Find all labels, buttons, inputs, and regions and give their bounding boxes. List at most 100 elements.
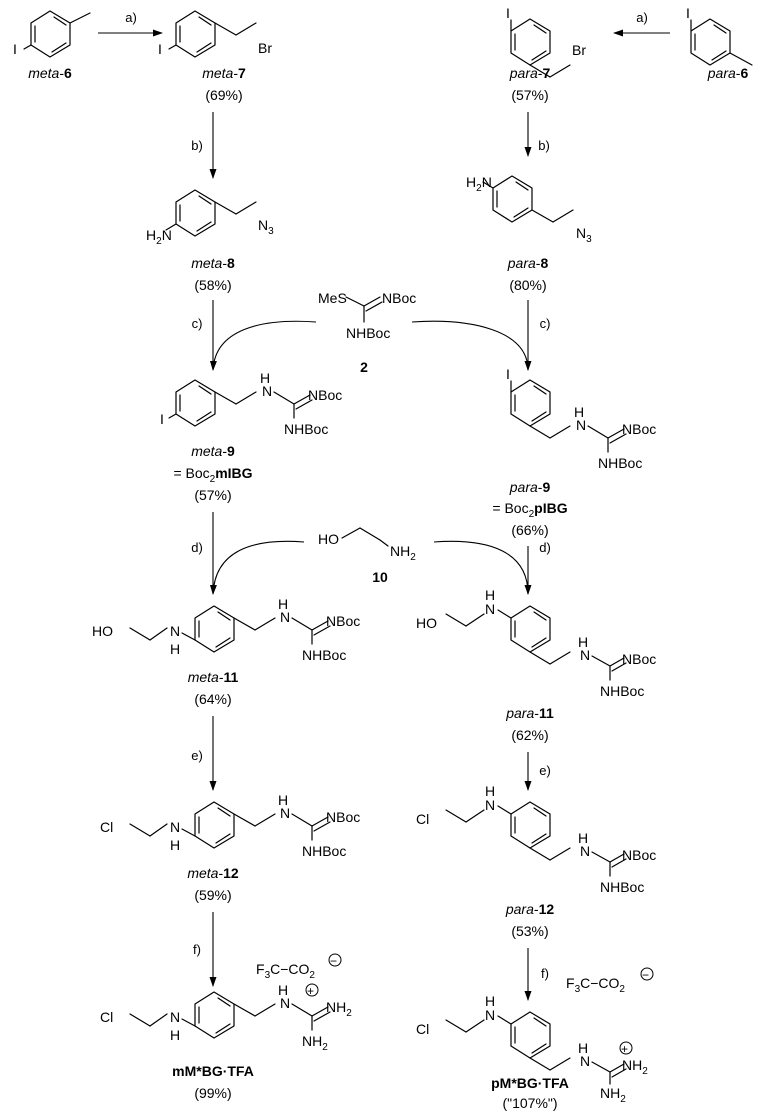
atom-iodine: I	[13, 41, 17, 57]
label-meta-12: meta-12	[187, 865, 239, 881]
svg-text:NBoc: NBoc	[622, 651, 656, 667]
label-reagent-10: 10	[372, 569, 388, 585]
svg-text:NH2: NH2	[302, 1033, 328, 1053]
svg-text:N: N	[580, 843, 590, 859]
yield-para-8: (80%)	[509, 277, 546, 293]
svg-text:N: N	[170, 623, 180, 639]
svg-text:Cl: Cl	[100, 1009, 113, 1025]
svg-text:H: H	[485, 783, 495, 799]
label-para-12: para-12	[505, 901, 554, 917]
svg-text:H: H	[578, 634, 588, 650]
arrow-d-meta	[209, 540, 305, 595]
svg-text:NHBoc: NHBoc	[600, 879, 644, 895]
svg-text:N: N	[485, 601, 495, 617]
svg-text:NHBoc: NHBoc	[302, 647, 346, 663]
reagent-2-structure: MeS NBoc NHBoc	[318, 290, 416, 341]
condition-a-meta: a)	[125, 10, 137, 25]
svg-text:N: N	[170, 1009, 180, 1025]
structure-meta-11: N H HO N H NBoc NHBoc	[92, 596, 360, 663]
yield-meta-9: (57%)	[194, 487, 231, 503]
yield-pM-BG-TFA: ("107%")	[502, 1095, 557, 1111]
atom-azide: N3	[258, 217, 274, 237]
yield-para-12: (53%)	[511, 923, 548, 939]
condition-d-meta: d)	[191, 540, 203, 555]
svg-text:N: N	[580, 647, 590, 663]
svg-text:NHBoc: NHBoc	[284, 421, 328, 437]
svg-text:NHBoc: NHBoc	[598, 455, 642, 471]
structure-meta-12: N H Cl N H NBoc NHBoc	[100, 792, 360, 859]
structure-para-9: I N H NBoc NHBoc	[506, 366, 656, 471]
svg-text:NH2: NH2	[326, 999, 352, 1019]
structure-meta-8: H2N N3	[146, 189, 274, 247]
svg-text:N: N	[280, 609, 290, 625]
svg-text:H: H	[278, 596, 288, 612]
label-para-11: para-11	[505, 705, 554, 721]
label-meta-11: meta-11	[188, 669, 239, 685]
condition-f-para: f)	[541, 966, 549, 981]
structure-para-7: I Br	[506, 5, 586, 78]
condition-e-para: e)	[539, 763, 551, 778]
svg-text:NBoc: NBoc	[326, 809, 360, 825]
svg-text:NBoc: NBoc	[382, 290, 416, 306]
svg-text:H: H	[574, 404, 584, 420]
svg-text:I: I	[686, 5, 690, 21]
atom-amine: H2N	[146, 227, 172, 247]
label-meta-7: meta-7	[202, 65, 246, 81]
yield-mM-BG-TFA: (99%)	[194, 1085, 231, 1101]
label-mM-BG-TFA: mM*BG·TFA	[172, 1063, 254, 1079]
svg-text:+: +	[621, 1042, 628, 1056]
reagent-10-structure: HO NH2	[318, 527, 416, 563]
svg-text:NHBoc: NHBoc	[302, 843, 346, 859]
svg-text:I: I	[506, 366, 510, 382]
svg-text:H: H	[578, 830, 588, 846]
svg-text:NH2: NH2	[600, 1085, 626, 1105]
svg-text:NBoc: NBoc	[308, 387, 342, 403]
structure-meta-6: I	[13, 10, 91, 58]
arrow-d-para	[433, 540, 532, 595]
alias-para-9: = Boc2pIBG	[492, 500, 567, 520]
svg-text:H: H	[170, 837, 180, 853]
structure-para-6: I	[686, 5, 753, 66]
structure-para-11: N H HO N H NBoc NHBoc	[416, 587, 656, 699]
label-para-8: para-8	[507, 255, 549, 271]
label-para-7: para-7	[509, 65, 551, 81]
svg-text:−: −	[330, 954, 337, 968]
svg-text:N: N	[485, 1007, 495, 1023]
svg-text:N: N	[280, 995, 290, 1011]
alias-meta-9: = Boc2mIBG	[173, 465, 252, 485]
svg-text:MeS: MeS	[318, 290, 347, 306]
atom-bromine: Br	[258, 40, 272, 56]
svg-text:HO: HO	[318, 531, 339, 547]
condition-c-meta: c)	[192, 316, 203, 331]
yield-meta-11: (64%)	[194, 691, 231, 707]
structure-meta-9: I N H NBoc NHBoc	[160, 370, 342, 437]
svg-text:HO: HO	[92, 623, 113, 639]
svg-text:NBoc: NBoc	[622, 847, 656, 863]
structure-para-12: N H Cl N H NBoc NHBoc	[416, 783, 656, 895]
label-reagent-2: 2	[360, 359, 368, 375]
svg-text:N3: N3	[576, 225, 592, 245]
svg-text:H: H	[278, 982, 288, 998]
svg-text:NBoc: NBoc	[326, 613, 360, 629]
atom-chlorine: Cl	[100, 819, 113, 835]
svg-text:N: N	[576, 417, 586, 433]
structure-pM-BG-TFA: F3C−CO2 − N H Cl N H NH2 + NH2	[416, 967, 654, 1105]
svg-text:Cl: Cl	[416, 811, 429, 827]
svg-text:N: N	[485, 797, 495, 813]
structure-meta-7: I Br	[158, 10, 272, 58]
yield-para-9: (66%)	[511, 522, 548, 538]
svg-text:NHBoc: NHBoc	[600, 683, 644, 699]
arrow-c-para	[411, 320, 532, 371]
condition-e-meta: e)	[191, 748, 203, 763]
condition-b-para: b)	[538, 138, 550, 153]
condition-a-para: a)	[636, 10, 648, 25]
svg-text:H: H	[260, 370, 270, 386]
svg-text:N: N	[580, 1053, 590, 1069]
svg-text:N: N	[262, 383, 272, 399]
svg-text:I: I	[506, 5, 510, 21]
svg-text:NHBoc: NHBoc	[346, 325, 390, 341]
condition-f-meta: f)	[193, 942, 201, 957]
svg-text:NBoc: NBoc	[622, 421, 656, 437]
